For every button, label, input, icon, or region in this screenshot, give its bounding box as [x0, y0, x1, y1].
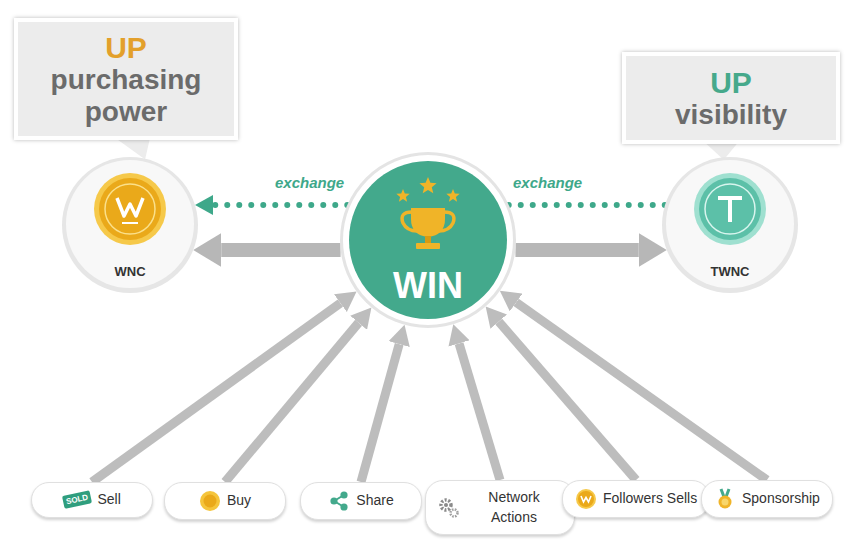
flow-arrow: [361, 344, 399, 482]
coin-icon: [199, 490, 221, 512]
coin-shape: [578, 491, 594, 507]
node-label: Sell: [97, 490, 120, 510]
callout-text: visibility: [634, 99, 828, 130]
flow-arrow: [516, 302, 767, 480]
flow-arrow: [499, 322, 636, 480]
win-disc: [349, 161, 507, 319]
node-label: WIN: [393, 265, 463, 306]
sold-tag: SOLD: [62, 491, 92, 510]
node-label: Network Actions: [466, 488, 562, 527]
action-pill: Network Actions: [425, 480, 575, 535]
coin-rim: [694, 173, 766, 245]
action-pill: Sponsorship: [701, 480, 833, 518]
node-label: WNC: [114, 264, 145, 279]
callout-box: UPpurchasing power: [14, 18, 238, 140]
share-dot: [341, 503, 348, 510]
win-shadow-ring: [340, 152, 516, 328]
gears-icon: [438, 497, 460, 519]
flow-arrow: [459, 343, 500, 480]
coin-shape: [200, 491, 220, 511]
coin-face: [99, 178, 161, 240]
node-label: Followers Sells: [603, 489, 697, 509]
gear: [451, 509, 458, 516]
node-label: Sponsorship: [742, 489, 820, 509]
trophy-base: [416, 243, 440, 249]
coin-ground: [62, 157, 198, 293]
edge-label: exchange: [272, 174, 347, 191]
callout-heading: UP: [26, 31, 226, 65]
coin-node: TWNC: [662, 157, 798, 293]
win-white-ring: [343, 155, 513, 325]
trophy-icon: [396, 177, 459, 249]
star: [419, 177, 436, 193]
node-label: TWNC: [711, 264, 750, 279]
node-label: Buy: [227, 491, 251, 511]
gear: [444, 503, 448, 507]
action-pill: Buy: [164, 482, 286, 520]
medal-disc: [722, 499, 729, 506]
coin-node: WNC: [62, 157, 198, 293]
share-icon: [328, 490, 350, 512]
callout-box: UPvisibility: [622, 52, 840, 144]
exchange-arrow: [509, 202, 665, 208]
coin-glyph: [117, 198, 143, 216]
coin-face: [699, 178, 761, 240]
coin-rim: [94, 173, 166, 245]
coin-glyph: [718, 198, 742, 222]
gear: [441, 500, 451, 510]
coin-ground: [666, 160, 794, 288]
flow-arrow: [515, 243, 638, 257]
callout-text: purchasing power: [26, 64, 226, 127]
coin-shape: [576, 489, 596, 509]
edge-label: exchange: [510, 174, 585, 191]
share-dot: [341, 491, 348, 498]
action-pill: SOLD Sell: [31, 482, 153, 518]
exchange-arrow: [213, 202, 347, 208]
star: [446, 189, 459, 202]
coin-ring: [705, 184, 755, 234]
action-pill: Share: [300, 482, 422, 520]
share-dot: [331, 497, 338, 504]
trophy-cup: [411, 208, 445, 237]
coin-ground: [662, 157, 798, 293]
coin-glyph: [581, 496, 591, 502]
coin-shape: [203, 495, 216, 508]
coin-glyph: [122, 222, 138, 224]
trophy-stem: [425, 236, 431, 244]
star: [396, 189, 409, 202]
flow-arrow: [221, 243, 340, 257]
coin-ground: [66, 160, 194, 288]
medal-icon: [714, 488, 736, 510]
coin-ring: [105, 184, 155, 234]
action-pill: Followers Sells: [562, 480, 710, 518]
win-node: WIN: [340, 152, 516, 328]
flow-arrow: [225, 323, 359, 482]
node-label: Share: [356, 491, 393, 511]
wcoin-icon: [575, 488, 597, 510]
callout-heading: UP: [634, 66, 828, 100]
medal-disc: [719, 496, 732, 509]
